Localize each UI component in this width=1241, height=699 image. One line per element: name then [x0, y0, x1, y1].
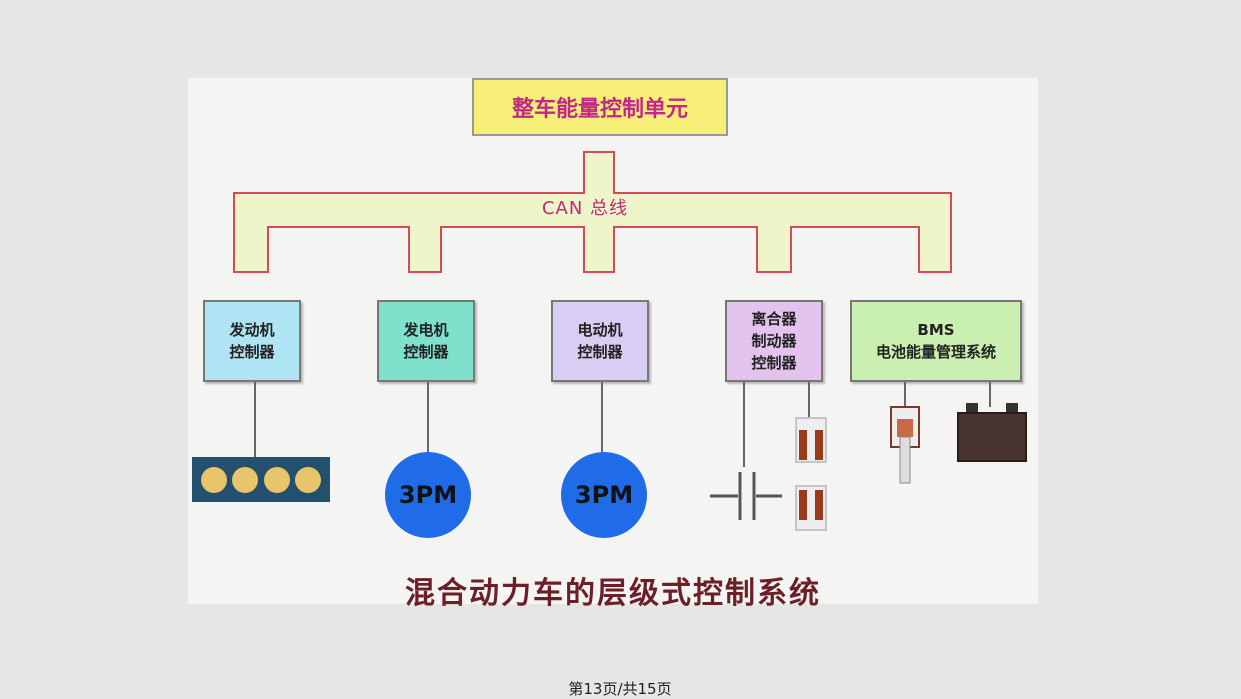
generator-controller: 发电机 控制器	[377, 300, 475, 382]
wire-bms-left	[904, 382, 906, 407]
cylinder-icon	[295, 466, 322, 493]
diagram-caption: 混合动力车的层级式控制系统	[405, 576, 821, 611]
cylinder-icon	[232, 466, 259, 493]
cylinder-icon	[200, 466, 227, 493]
wire-brake	[808, 382, 810, 417]
clutch-brake-controller: 离合器 制动器 控制器	[725, 300, 823, 382]
wire-clutch	[743, 382, 745, 467]
battery-icon	[957, 403, 1027, 462]
motor-controller: 电动机 控制器	[551, 300, 649, 382]
electric-motor: 3PM	[561, 452, 647, 538]
clutch-icon	[710, 472, 782, 520]
cylinder-icon	[263, 466, 290, 493]
page-indicator: 第13页/共15页	[568, 680, 672, 698]
battery-sensor-icon	[890, 406, 920, 484]
generator-motor: 3PM	[385, 452, 471, 538]
vehicle-energy-control-unit: 整车能量控制单元	[472, 78, 728, 136]
wire-engine	[254, 382, 256, 457]
engine-icon	[192, 457, 330, 502]
can-bus-label: CAN 总线	[541, 198, 629, 219]
brake-pad-icon	[795, 417, 827, 531]
wire-bms-right	[989, 382, 991, 407]
wire-generator	[427, 382, 429, 452]
engine-controller: 发动机 控制器	[203, 300, 301, 382]
can-bus-outline	[233, 151, 952, 273]
wire-motor	[601, 382, 603, 452]
bms-controller: BMS 电池能量管理系统	[850, 300, 1022, 382]
